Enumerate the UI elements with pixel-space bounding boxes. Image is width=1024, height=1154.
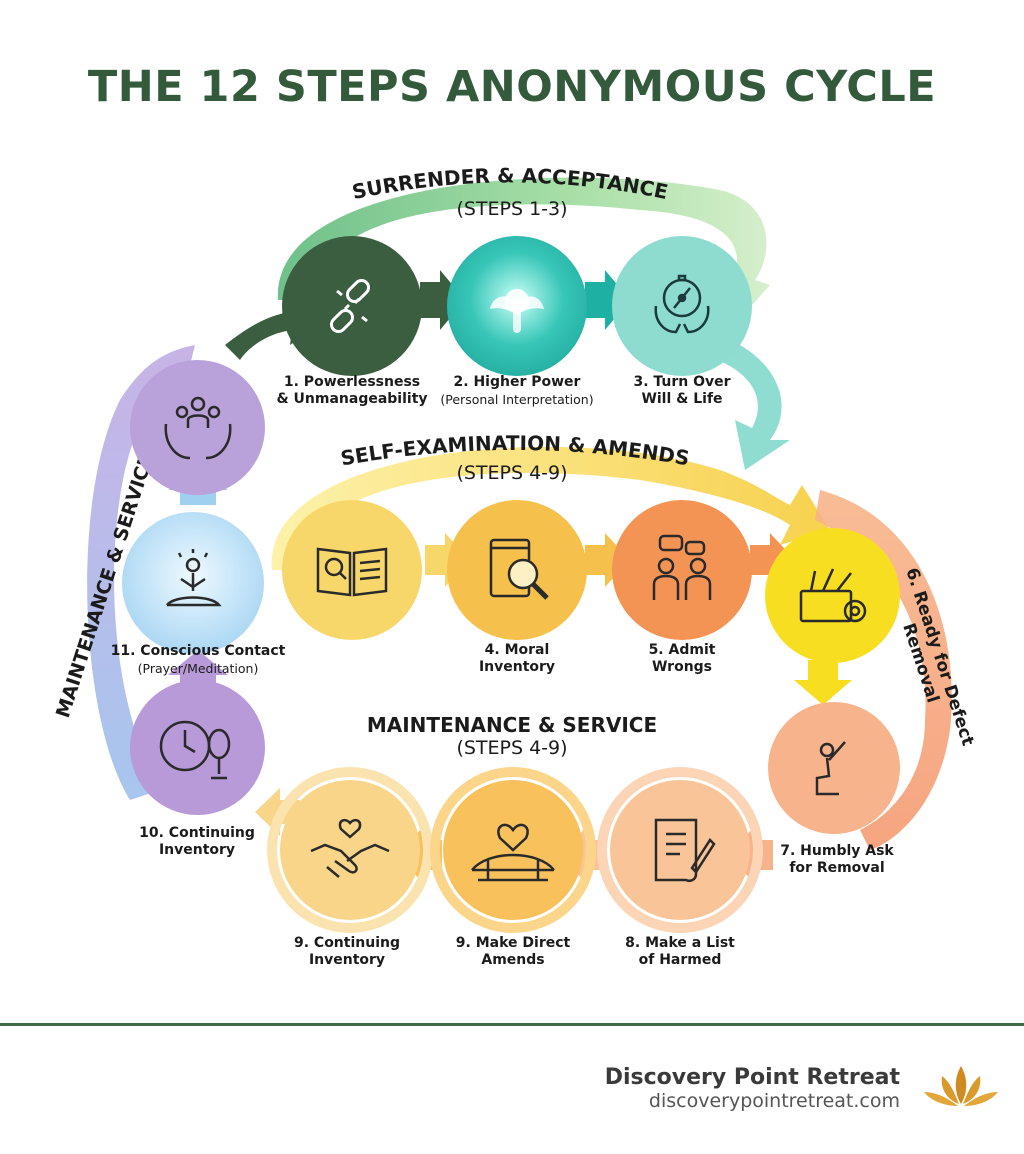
- footer-divider: [0, 1023, 1024, 1026]
- phase-title-surrender: SURRENDER & ACCEPTANCE: [350, 163, 670, 204]
- brand-name: Discovery Point Retreat: [604, 1065, 900, 1090]
- phase-sub-surrender: (STEPS 1-3): [456, 198, 568, 220]
- group-hands-icon: [164, 396, 231, 459]
- lotus-logo-icon: [924, 1066, 998, 1106]
- phase-title-self-exam: SELF-EXAMINATION & AMENDS: [339, 431, 692, 470]
- brand-url[interactable]: discoverypointretreat.com: [648, 1090, 900, 1112]
- scroll-list-icon: [654, 818, 716, 882]
- toolbox-icon: [799, 567, 866, 622]
- handshake-icon: [310, 818, 390, 878]
- open-book-icon: [316, 547, 388, 597]
- step-4-circle: [282, 500, 422, 640]
- broken-chain-icon: [329, 278, 371, 334]
- step-8-circle: [610, 780, 750, 920]
- step-11-label: 11. Conscious Contact(Prayer/Meditation): [110, 643, 286, 676]
- step-1-label: 1. Powerlessness& Unmanageability: [276, 374, 428, 407]
- step-10-circle: [130, 680, 265, 815]
- compass-hands-icon: [654, 274, 710, 334]
- step-2-label: 2. Higher Power(Personal Interpretation): [440, 374, 594, 407]
- kneeling-person-icon: [815, 741, 846, 796]
- phase-title-maintenance: MAINTENANCE & SERVICE: [366, 713, 658, 737]
- step-9b-circle: [280, 780, 420, 920]
- step-4b-circle: [447, 500, 587, 640]
- step-7-circle: [768, 702, 900, 834]
- step-2-circle: [447, 236, 587, 376]
- step-12-circle: [130, 360, 265, 495]
- step-3-circle: [612, 236, 752, 376]
- step-9a-circle: [443, 780, 583, 920]
- step-11-circle: [122, 512, 264, 654]
- phase-sub-maintenance: (STEPS 4-9): [456, 737, 568, 759]
- heart-bridge-icon: [471, 823, 555, 882]
- meditation-icon: [166, 549, 222, 607]
- angel-light-icon: [490, 289, 544, 333]
- step-6-circle: [765, 528, 900, 663]
- phase-sub-self-exam: (STEPS 4-9): [456, 462, 568, 484]
- page-title: THE 12 STEPS ANONYMOUS CYCLE: [87, 62, 937, 112]
- step-1-circle: [282, 236, 422, 376]
- step-5-circle: [612, 500, 752, 640]
- clock-mirror-icon: [159, 720, 230, 779]
- conversation-icon: [652, 534, 712, 600]
- magnifier-book-icon: [489, 538, 549, 600]
